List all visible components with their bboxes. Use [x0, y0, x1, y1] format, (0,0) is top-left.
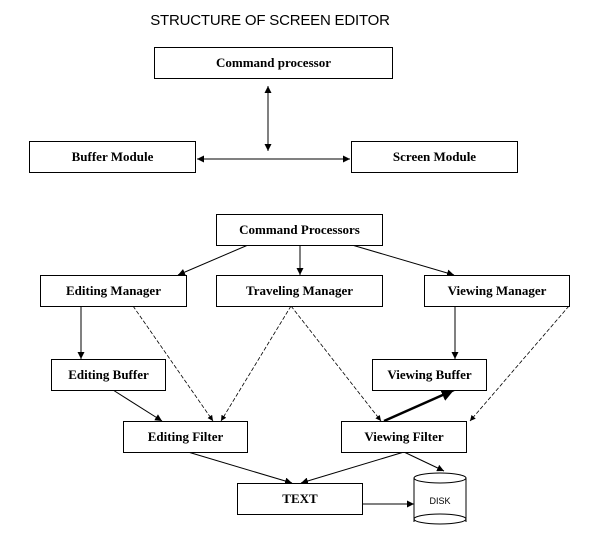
edge-viewing-filter-buffer [383, 388, 455, 423]
node-editing-buffer: Editing Buffer [51, 359, 166, 391]
edge-cmd-editing-manager [177, 244, 249, 276]
node-traveling-manager: Traveling Manager [216, 275, 383, 307]
node-buffer-module: Buffer Module [29, 141, 196, 173]
edge-viewing-filter-disk [403, 451, 445, 472]
node-viewing-manager: Viewing Manager [424, 275, 570, 307]
diagram-title: STRUCTURE OF SCREEN EDITOR [150, 12, 390, 29]
node-editing-filter: Editing Filter [123, 421, 248, 453]
node-viewing-buffer: Viewing Buffer [372, 359, 487, 391]
node-text: TEXT [237, 483, 363, 515]
edge-editing-manager-filter [132, 305, 214, 422]
node-editing-manager: Editing Manager [40, 275, 187, 307]
node-command-processor: Command processor [154, 47, 393, 79]
edge-traveling-viewing-filter [290, 305, 382, 422]
edge-cmd-viewing-manager [351, 244, 455, 277]
edge-traveling-editing-filter [220, 305, 292, 422]
edge-editing-buffer-filter [112, 389, 163, 422]
edge-viewing-manager-filter [469, 305, 570, 422]
edge-viewing-filter-text [300, 451, 405, 485]
disk-label: DISK [429, 496, 450, 506]
edge-editing-filter-text [187, 451, 293, 485]
disk-node: DISK [413, 472, 467, 525]
node-screen-module: Screen Module [351, 141, 518, 173]
node-viewing-filter: Viewing Filter [341, 421, 467, 453]
node-command-processors: Command Processors [216, 214, 383, 246]
